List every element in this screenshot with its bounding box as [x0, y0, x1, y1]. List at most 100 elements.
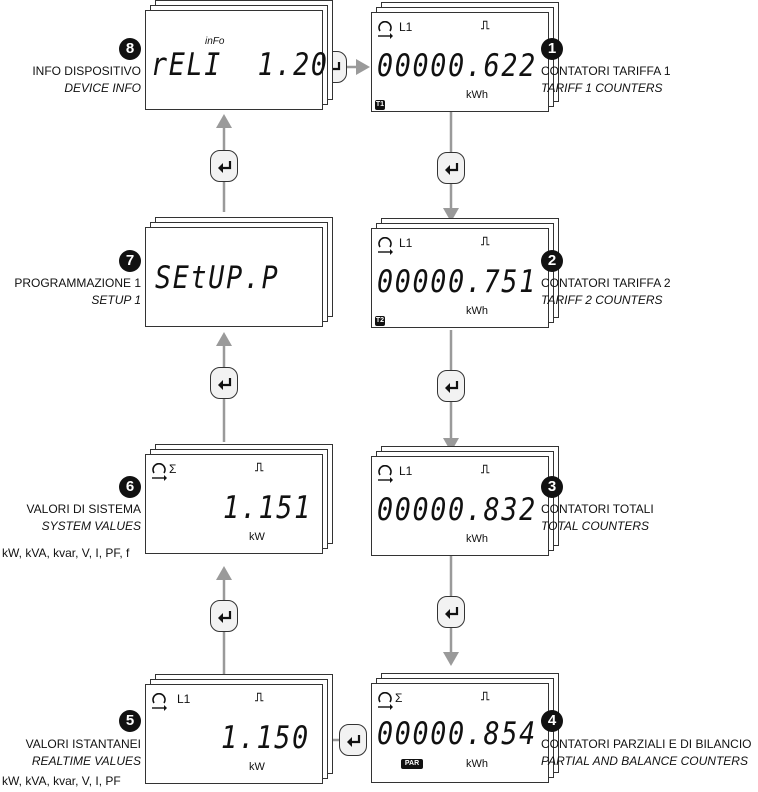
- phase-label: L1: [399, 464, 413, 478]
- flow-arrow-icon: [443, 208, 459, 222]
- screen-7-setup: SEtUP.P: [145, 217, 345, 332]
- unit-label: kW: [249, 531, 265, 543]
- enter-arrow-icon: [445, 163, 459, 175]
- label-en: DEVICE INFO: [64, 81, 141, 95]
- enter-button-3-4[interactable]: [437, 596, 465, 628]
- label-screen-6: VALORI DI SISTEMA SYSTEM VALUES: [27, 501, 141, 535]
- unit-label: kW: [249, 761, 265, 773]
- lcd-display: L1 ⎍ 00000.832 kWh: [371, 456, 549, 556]
- page-front: [371, 683, 549, 783]
- screen-6-system: Σ ⎍ 1.151 kW: [145, 444, 345, 559]
- flow-arrow-icon: [356, 59, 370, 75]
- info-indicator: inFo: [205, 36, 225, 47]
- unit-label: kWh: [466, 758, 488, 770]
- label-it: PROGRAMMAZIONE 1: [14, 276, 141, 290]
- step-number-6: 6: [119, 476, 141, 498]
- label-it: VALORI DI SISTEMA: [26, 502, 141, 516]
- flow-arrow-icon: [443, 438, 459, 452]
- label-it: VALORI ISTANTANEI: [25, 737, 141, 751]
- unit-label: kWh: [466, 305, 488, 317]
- lcd-digits: 00000.832: [377, 492, 537, 528]
- label-en: SETUP 1: [91, 293, 141, 307]
- screen-1-tariff1: L1 ⎍ 00000.622 kWh T1: [371, 2, 571, 117]
- enter-button-7-8[interactable]: [210, 150, 238, 182]
- lcd-digits: 1.150: [221, 720, 310, 756]
- enter-arrow-icon: [218, 611, 232, 623]
- label-it: CONTATORI PARZIALI E DI BILANCIO: [541, 737, 752, 751]
- lcd-digits: rELI 1.20: [151, 47, 329, 83]
- page-front: [145, 684, 323, 784]
- enter-button-4-5[interactable]: [339, 724, 367, 756]
- label-screen-7: PROGRAMMAZIONE 1 SETUP 1: [14, 275, 141, 309]
- flow-arrow-icon: [216, 332, 232, 346]
- label-en: TARIFF 2 COUNTERS: [541, 293, 663, 307]
- lcd-digits: 00000.751: [377, 264, 537, 300]
- label-it: INFO DISPOSITIVO: [32, 64, 141, 78]
- lcd-digits: 00000.854: [377, 716, 537, 752]
- partial-tag: PAR: [401, 759, 423, 769]
- step-number-8: 8: [119, 38, 141, 60]
- values-list-5: kW, kVA, kvar, V, I, PF: [2, 774, 121, 788]
- label-en: REALTIME VALUES: [31, 754, 141, 768]
- page-front: [145, 227, 323, 327]
- flow-arrow-icon: [443, 652, 459, 666]
- pulse-icon: ⎍: [255, 460, 264, 474]
- page-front: [371, 456, 549, 556]
- label-screen-5: VALORI ISTANTANEI REALTIME VALUES: [26, 736, 141, 770]
- lcd-digits: 00000.622: [377, 48, 537, 84]
- lcd-display: L1 ⎍ 00000.622 kWh T1: [371, 12, 549, 112]
- lcd-display: Σ ⎍ 00000.854 kWh PAR: [371, 683, 549, 783]
- rotate-arrow-icon: [152, 463, 167, 481]
- step-number-2: 2: [541, 250, 563, 272]
- pulse-icon: ⎍: [481, 18, 490, 32]
- unit-label: kWh: [466, 533, 488, 545]
- rotate-arrow-icon: [378, 692, 393, 710]
- screen-8-info: inFo rELI 1.20: [145, 0, 345, 115]
- label-en: SYSTEM VALUES: [41, 519, 141, 533]
- lcd-digits: 1.151: [223, 490, 312, 526]
- label-screen-3: CONTATORI TOTALI TOTAL COUNTERS: [541, 501, 654, 535]
- pulse-icon: ⎍: [255, 690, 264, 704]
- phase-label: L1: [399, 20, 413, 34]
- enter-arrow-icon: [445, 381, 459, 393]
- rotate-arrow-icon: [378, 465, 393, 483]
- page-front: [371, 228, 549, 328]
- rotate-arrow-icon: [152, 693, 167, 711]
- enter-button-6-7[interactable]: [210, 367, 238, 399]
- lcd-display: L1 ⎍ 1.150 kW: [145, 684, 323, 784]
- step-number-1: 1: [541, 38, 563, 60]
- enter-arrow-icon: [347, 735, 361, 747]
- lcd-display: inFo rELI 1.20: [145, 10, 327, 110]
- phase-label: L1: [177, 692, 191, 706]
- lcd-digits: SEtUP.P: [155, 260, 280, 296]
- phase-label: L1: [399, 236, 413, 250]
- lcd-display: Σ ⎍ 1.151 kW: [145, 454, 323, 554]
- label-it: CONTATORI TOTALI: [541, 502, 654, 516]
- tariff-tag: T1: [375, 100, 385, 110]
- rotate-arrow-icon: [378, 21, 393, 39]
- label-en: PARTIAL AND BALANCE COUNTERS: [541, 754, 748, 768]
- screen-2-tariff2: L1 ⎍ 00000.751 kWh T2: [371, 218, 571, 333]
- enter-button-5-6[interactable]: [210, 600, 238, 632]
- flow-arrow-icon: [216, 114, 232, 128]
- screen-3-total: L1 ⎍ 00000.832 kWh: [371, 446, 571, 561]
- enter-button-2-3[interactable]: [437, 370, 465, 402]
- page-front: [145, 10, 323, 110]
- pulse-icon: ⎍: [481, 689, 490, 703]
- label-it: CONTATORI TARIFFA 1: [541, 64, 671, 78]
- label-screen-1: CONTATORI TARIFFA 1 TARIFF 1 COUNTERS: [541, 63, 671, 97]
- label-it: CONTATORI TARIFFA 2: [541, 276, 671, 290]
- pulse-icon: ⎍: [481, 462, 490, 476]
- label-en: TARIFF 1 COUNTERS: [541, 81, 663, 95]
- step-number-7: 7: [119, 250, 141, 272]
- enter-button-1-2[interactable]: [437, 152, 465, 184]
- flow-arrow-icon: [216, 566, 232, 580]
- step-number-5: 5: [119, 710, 141, 732]
- enter-arrow-icon: [445, 607, 459, 619]
- rotate-arrow-icon: [378, 237, 393, 255]
- page-front: [145, 454, 323, 554]
- lcd-display: L1 ⎍ 00000.751 kWh T2: [371, 228, 549, 328]
- enter-arrow-icon: [218, 378, 232, 390]
- screen-4-partial: Σ ⎍ 00000.854 kWh PAR: [371, 673, 571, 788]
- step-number-4: 4: [541, 710, 563, 732]
